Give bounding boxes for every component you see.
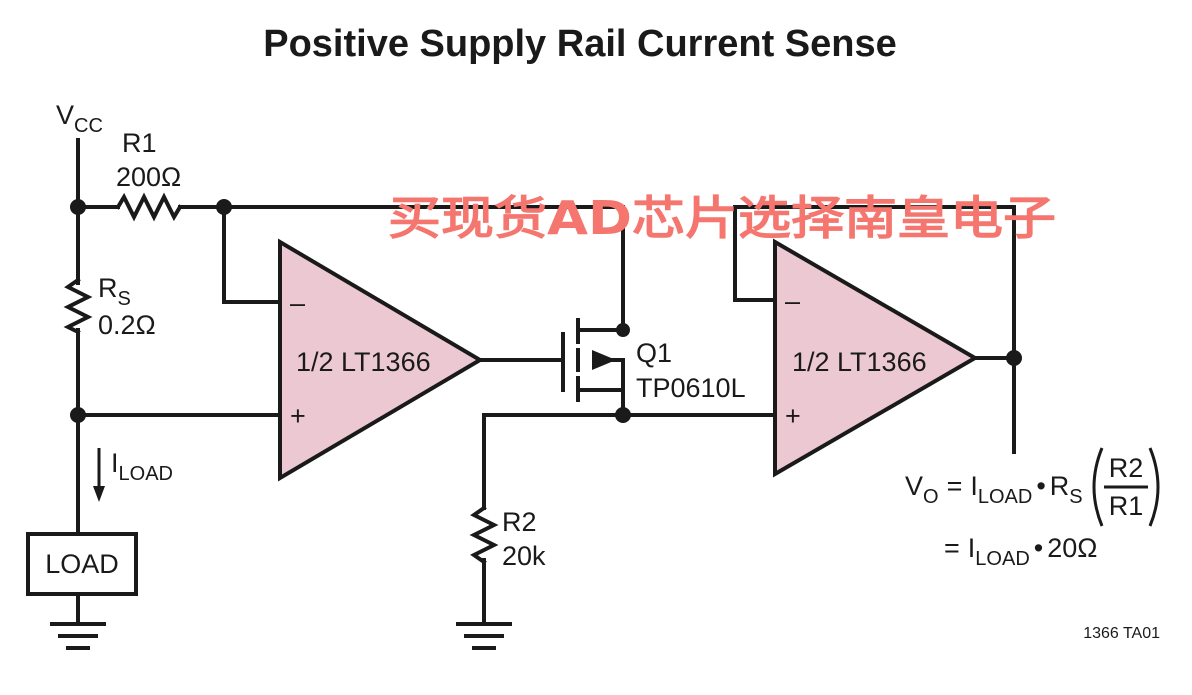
- opamp2-minus: –: [785, 286, 800, 316]
- eq-i2: I: [968, 533, 976, 563]
- eq-paren-right: [1148, 447, 1160, 527]
- eq-denominator: R1: [1109, 491, 1144, 521]
- eq-r-sub: S: [1069, 486, 1082, 508]
- eq-dot1: •: [1036, 471, 1045, 501]
- diagram-title: Positive Supply Rail Current Sense: [263, 23, 897, 65]
- vcc-label: VCC: [56, 100, 103, 137]
- rs-resistor: [63, 277, 93, 335]
- iload-label: ILOAD: [111, 448, 173, 485]
- iload-arrowhead: [93, 486, 105, 502]
- junction-output: [1006, 350, 1022, 366]
- iload-main: I: [111, 448, 119, 478]
- eq-i-sub: LOAD: [978, 486, 1032, 508]
- q1-part: TP0610L: [636, 373, 746, 403]
- ground-r2-icon: [456, 622, 512, 650]
- load-box: [26, 532, 138, 596]
- eq-r: R: [1050, 471, 1070, 501]
- figure-code: 1366 TA01: [1083, 625, 1160, 642]
- rs-sub: S: [118, 288, 131, 310]
- r1-name: R1: [122, 128, 157, 158]
- junction-q1-drain: [616, 323, 630, 337]
- equation: VO=ILOAD•RS R2 R1 =ILOAD•20Ω: [905, 447, 1160, 570]
- r1-resistor: [115, 192, 183, 222]
- eq-result: 20Ω: [1047, 533, 1097, 563]
- opamp1-minus: –: [290, 288, 305, 318]
- eq-dot2: •: [1034, 533, 1043, 563]
- eq-line1-left: VO =ILOAD•RS: [905, 471, 1083, 508]
- opamp1-plus: +: [290, 401, 306, 431]
- eq-equals1: =: [947, 471, 963, 501]
- eq-numerator: R2: [1109, 453, 1144, 483]
- rs-main: R: [98, 273, 118, 303]
- r2-value: 20k: [502, 541, 546, 571]
- load-label: LOAD: [45, 549, 119, 579]
- rs-label: RS: [98, 273, 131, 310]
- vcc-main: V: [56, 100, 74, 130]
- watermark-text: 买现货AD芯片选择南皇电子: [388, 191, 1056, 245]
- iload-sub: LOAD: [119, 463, 173, 485]
- opamp2-label: 1/2 LT1366: [792, 347, 927, 377]
- wire-amp1-minus: [222, 205, 282, 304]
- eq-line2: = ILOAD•20Ω: [944, 533, 1097, 570]
- eq-equals2: =: [944, 533, 960, 563]
- opamp2-plus: +: [785, 401, 801, 431]
- eq-vo-sub: O: [923, 486, 939, 508]
- opamp2-body: [773, 238, 979, 478]
- vcc-sub: CC: [74, 115, 103, 137]
- wire-amp2-feedback: [733, 205, 1016, 360]
- opamp1-body: [278, 238, 484, 482]
- q1-name: Q1: [636, 338, 672, 368]
- wire-output: [973, 356, 1016, 454]
- eq-i: I: [970, 471, 978, 501]
- r1-value: 200Ω: [116, 162, 181, 192]
- eq-vo: V: [905, 471, 923, 501]
- rs-value: 0.2Ω: [98, 310, 156, 340]
- eq-paren-left: [1092, 447, 1104, 527]
- r2-resistor: [469, 505, 499, 565]
- ground-load-icon: [50, 622, 106, 650]
- q1-arrow: [592, 350, 616, 370]
- r2-name: R2: [502, 507, 537, 537]
- eq-i2-sub: LOAD: [975, 548, 1029, 570]
- wire-r1-right: [178, 205, 625, 332]
- opamp1-label: 1/2 LT1366: [296, 347, 431, 377]
